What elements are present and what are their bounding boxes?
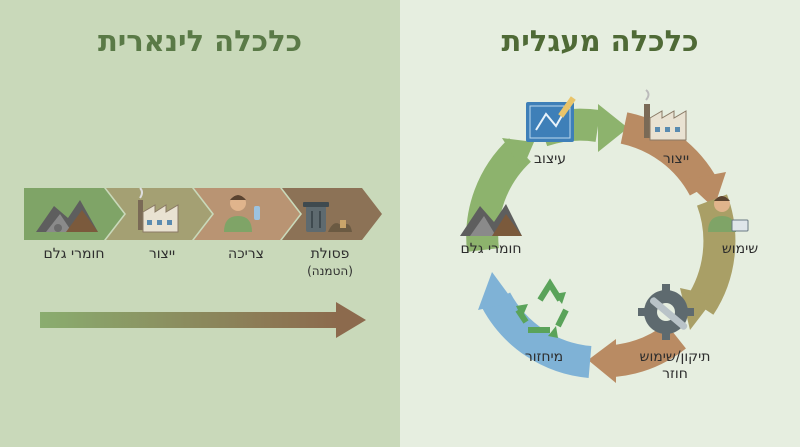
linear-flow-arrow bbox=[40, 302, 366, 338]
circular-label-repair-line2: חוזר bbox=[662, 366, 688, 382]
consumer-icon bbox=[224, 195, 260, 232]
circular-economy-panel: כלכלה מעגלית bbox=[400, 0, 800, 447]
linear-economy-panel: כלכלה לינארית bbox=[0, 0, 400, 447]
cycle-arrow-use-to-repair bbox=[680, 194, 736, 330]
linear-label-raw-materials: חומרי גלם bbox=[43, 246, 105, 262]
circular-label-design: עיצוב bbox=[533, 151, 567, 167]
factory-icon bbox=[138, 187, 179, 233]
linear-label-production: ייצור bbox=[148, 246, 176, 262]
factory-icon bbox=[644, 89, 687, 141]
circular-label-repair: תיקון/שימוש bbox=[639, 349, 711, 365]
circular-label-use: שימוש bbox=[721, 241, 759, 257]
linear-label-consumption: צריכה bbox=[228, 246, 264, 262]
circular-title: כלכלה מעגלית bbox=[501, 24, 699, 58]
trash-icon bbox=[303, 202, 352, 232]
repair-icon bbox=[638, 284, 694, 340]
linear-stage-consumption bbox=[194, 188, 300, 240]
raw-materials-icon bbox=[36, 200, 98, 232]
linear-label-waste: פסולת bbox=[310, 246, 350, 262]
circular-label-recycle: מיחזור bbox=[524, 349, 564, 365]
cycle-arrow-raw-to-design bbox=[466, 138, 534, 252]
blueprint-icon bbox=[526, 96, 576, 142]
cycle-arrow-recycle-to-raw bbox=[478, 272, 592, 378]
circular-label-production: ייצור bbox=[662, 151, 690, 167]
circular-label-raw-materials: חומרי גלם bbox=[460, 241, 522, 257]
linear-title: כלכלה לינארית bbox=[97, 24, 303, 58]
circular-diagram bbox=[460, 89, 749, 383]
linear-label-waste-sub: (הטמנה) bbox=[307, 264, 353, 278]
cycle-arrow-repair-to-recycle bbox=[588, 323, 686, 383]
recycle-icon bbox=[515, 278, 569, 338]
raw-materials-icon bbox=[460, 204, 522, 236]
linear-diagram bbox=[24, 187, 382, 338]
user-laptop-icon bbox=[708, 196, 749, 232]
